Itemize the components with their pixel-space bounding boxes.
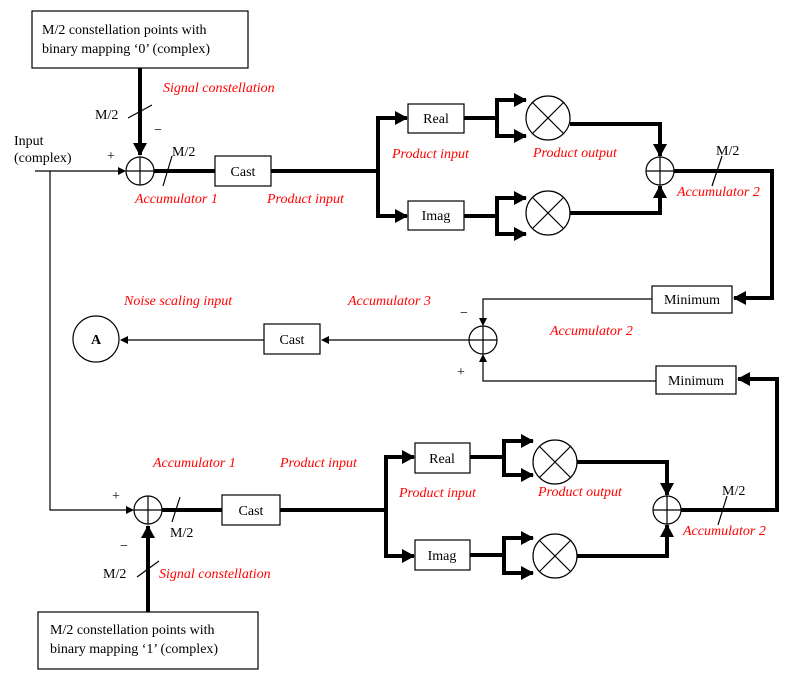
multiplier-imag-bottom (532, 533, 578, 579)
minimum-bottom-to-sum (479, 354, 656, 382)
bus-slash (127, 104, 153, 119)
bottom-source-line2: binary mapping ‘1’ (complex) (50, 642, 218, 657)
product-output-label: Product output (532, 146, 618, 161)
sum-junction-middle (468, 325, 498, 355)
accumulator-1-label: Accumulator 1 (134, 192, 218, 207)
output-node-label: A (91, 333, 102, 348)
cast-block-top: Cast (214, 155, 272, 187)
real-label: Real (429, 452, 455, 467)
accumulator-2-bus-top (674, 169, 774, 305)
minimum-block-top: Minimum (651, 285, 733, 314)
input-label-line2: (complex) (14, 151, 72, 166)
bus-slash (136, 560, 160, 578)
multiplier-real-top (525, 95, 571, 141)
m2-label: M/2 (722, 484, 745, 499)
minimum-block-bottom: Minimum (655, 365, 737, 395)
cast-label: Cast (231, 165, 256, 180)
product-input-label: Product input (391, 147, 470, 162)
noise-scaling-input-label: Noise scaling input (123, 294, 233, 309)
minus-sign: − (460, 306, 468, 321)
accumulator-3-label: Accumulator 3 (347, 294, 431, 309)
sum-junction-top (125, 156, 155, 186)
minimum-label: Minimum (668, 374, 724, 389)
top-source-line2: binary mapping ‘0’ (complex) (42, 42, 210, 57)
m2-label: M/2 (172, 145, 195, 160)
sum-junction-bottom-right (652, 495, 682, 525)
multiplier-imag-top (525, 190, 571, 236)
product-output-arrow (577, 460, 674, 496)
cast-label: Cast (280, 333, 305, 348)
product-input-label: Product input (266, 192, 345, 207)
product-input-label: Product input (398, 486, 477, 501)
minus-sign: − (154, 123, 162, 138)
output-node-a: A (72, 315, 120, 363)
minimum-top-to-sum (479, 298, 652, 326)
bus-slash (711, 155, 723, 187)
minimum-label: Minimum (664, 293, 720, 308)
accumulator-2-bus-bottom (681, 372, 779, 512)
m2-label: M/2 (95, 108, 118, 123)
m2-label: M/2 (170, 526, 193, 541)
real-label: Real (423, 112, 449, 127)
multiplier-real-bottom (532, 439, 578, 485)
bus-slash (171, 496, 181, 523)
product-output-label: Product output (537, 485, 623, 500)
bus-slash (162, 155, 173, 187)
plus-sign: + (457, 365, 465, 380)
signal-constellation-label: Signal constellation (159, 567, 271, 582)
cast-block-middle: Cast (263, 323, 321, 355)
cast-block-bottom: Cast (221, 494, 281, 526)
minus-sign: − (120, 539, 128, 554)
bottom-constellation-box: M/2 constellation points with binary map… (37, 611, 259, 670)
real-block-bottom: Real (414, 442, 471, 474)
signal-constellation-label: Signal constellation (163, 81, 275, 96)
sum-junction-top-right (645, 156, 675, 186)
imag-label: Imag (422, 209, 451, 224)
imag-block-top: Imag (407, 200, 465, 231)
product-output-arrow (570, 122, 667, 157)
accumulator-2-label: Accumulator 2 (682, 524, 766, 539)
sum-junction-bottom (133, 495, 163, 525)
real-block-top: Real (407, 103, 465, 134)
plus-sign: + (107, 149, 115, 164)
m2-label: M/2 (716, 144, 739, 159)
product-output-arrow (577, 524, 674, 558)
bus-slash (717, 495, 728, 526)
input-branch-line (49, 171, 134, 514)
cast-label: Cast (239, 504, 264, 519)
accumulator-2-label: Accumulator 2 (549, 324, 633, 339)
imag-label: Imag (428, 549, 457, 564)
plus-sign: + (112, 489, 120, 504)
m2-label: M/2 (103, 567, 126, 582)
accumulator-2-label: Accumulator 2 (676, 185, 760, 200)
imag-block-bottom: Imag (414, 539, 471, 571)
accumulator-1-label: Accumulator 1 (152, 456, 236, 471)
top-constellation-box: M/2 constellation points with binary map… (31, 10, 249, 69)
input-label-line1: Input (14, 134, 44, 149)
product-output-arrow (570, 185, 667, 215)
product-input-label: Product input (279, 456, 358, 471)
bottom-source-line1: M/2 constellation points with (50, 623, 215, 638)
top-source-line1: M/2 constellation points with (42, 23, 207, 38)
